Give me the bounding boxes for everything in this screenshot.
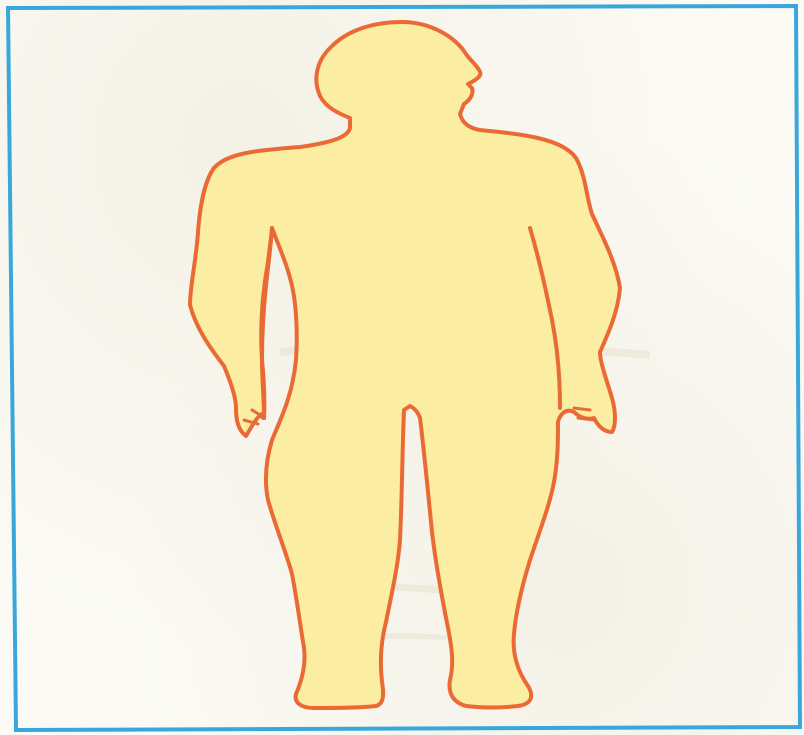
human-body-outline <box>190 22 620 708</box>
